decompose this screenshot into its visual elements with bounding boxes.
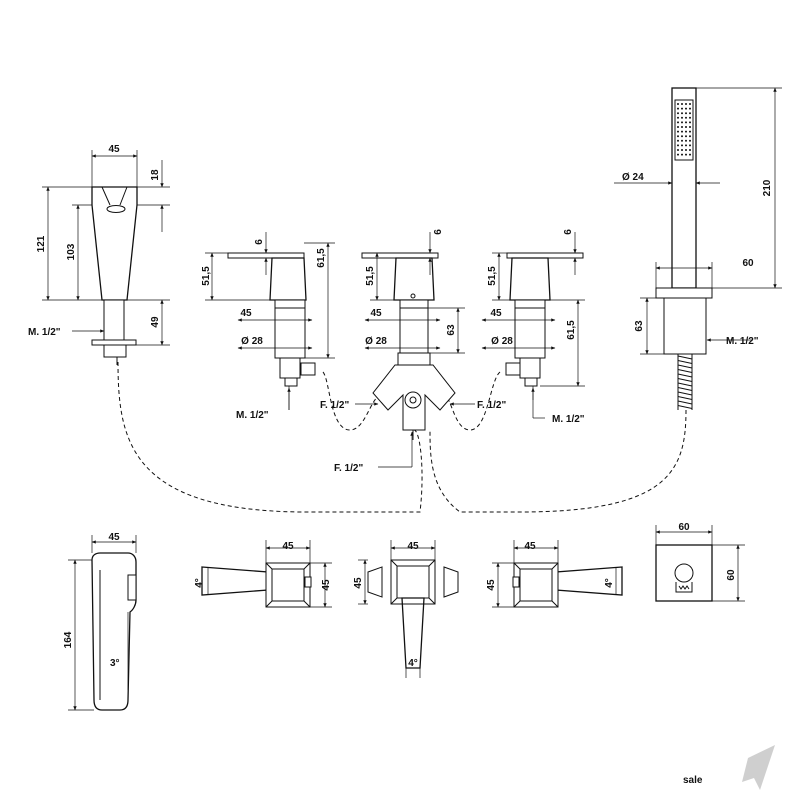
label-center-28: Ø 28 xyxy=(365,336,387,347)
label-right-61-5: 61,5 xyxy=(566,320,577,340)
label-bottom-spout-164: 164 xyxy=(63,631,74,648)
label-holder-60-side: 60 xyxy=(726,569,737,581)
label-bottom-center-45-side: 45 xyxy=(353,577,364,589)
label-spout-49: 49 xyxy=(150,316,161,328)
dimension-labels: 45 18 121 103 49 M. 1/2" 6 51,5 61,5 45 … xyxy=(28,144,773,669)
label-bottom-center-angle: 4° xyxy=(408,658,418,669)
label-shower-63: 63 xyxy=(634,320,645,332)
watermark-mark-icon xyxy=(742,745,775,790)
label-bottom-left-angle: 4° xyxy=(194,578,205,588)
label-bottom-right-45-top: 45 xyxy=(524,541,536,552)
label-right-28: Ø 28 xyxy=(491,336,513,347)
label-center-45: 45 xyxy=(370,308,382,319)
left-handle-front-view xyxy=(227,252,316,387)
label-shower-60: 60 xyxy=(742,258,754,269)
label-shower-24: Ø 24 xyxy=(622,172,644,183)
label-center-51-5: 51,5 xyxy=(365,266,376,286)
label-left-6: 6 xyxy=(254,239,265,245)
label-bottom-right-angle: 4° xyxy=(604,578,615,588)
label-bottom-right-45-side: 45 xyxy=(486,579,497,591)
label-right-51-5: 51,5 xyxy=(487,266,498,286)
center-diverter-top-view xyxy=(367,559,459,669)
label-spout-thread: M. 1/2" xyxy=(28,327,61,338)
watermark-text: sale xyxy=(683,775,703,786)
label-bottom-spout-45: 45 xyxy=(108,532,120,543)
label-left-thread: M. 1/2" xyxy=(236,410,269,421)
label-left-61-5: 61,5 xyxy=(316,248,327,268)
right-handle-front-view xyxy=(505,252,584,387)
watermark-logo: sale xyxy=(683,745,775,790)
label-left-28: Ø 28 xyxy=(241,336,263,347)
left-handle-top-view xyxy=(201,562,312,608)
spout-side-profile xyxy=(91,552,137,711)
label-shower-thread: M. 1/2" xyxy=(726,336,759,347)
label-bottom-spout-angle: 3° xyxy=(110,658,120,669)
label-left-51-5: 51,5 xyxy=(201,266,212,286)
label-right-6: 6 xyxy=(563,229,574,235)
label-holder-60-top: 60 xyxy=(678,522,690,533)
label-spout-width: 45 xyxy=(108,144,120,155)
label-shower-210: 210 xyxy=(762,179,773,196)
label-right-45: 45 xyxy=(490,308,502,319)
label-center-6: 6 xyxy=(433,229,444,235)
label-center-thread-left: F. 1/2" xyxy=(320,400,349,411)
label-center-thread-bottom: F. 1/2" xyxy=(334,463,363,474)
label-center-thread-right: F. 1/2" xyxy=(477,400,506,411)
label-spout-121: 121 xyxy=(36,235,47,252)
label-bottom-left-45-side: 45 xyxy=(321,579,332,591)
center-diverter-front-view xyxy=(361,252,456,440)
label-bottom-left-45-top: 45 xyxy=(282,541,294,552)
right-handle-top-view xyxy=(512,562,623,608)
hand-shower-front-view xyxy=(655,87,713,410)
holder-top-view xyxy=(655,544,713,602)
label-right-thread: M. 1/2" xyxy=(552,414,585,425)
label-left-45: 45 xyxy=(240,308,252,319)
dimension-lines xyxy=(42,87,782,711)
label-spout-18: 18 xyxy=(150,169,161,181)
label-center-63: 63 xyxy=(446,324,457,336)
spout-side-view xyxy=(91,186,138,365)
label-spout-103: 103 xyxy=(66,243,77,260)
label-bottom-center-45-top: 45 xyxy=(407,541,419,552)
